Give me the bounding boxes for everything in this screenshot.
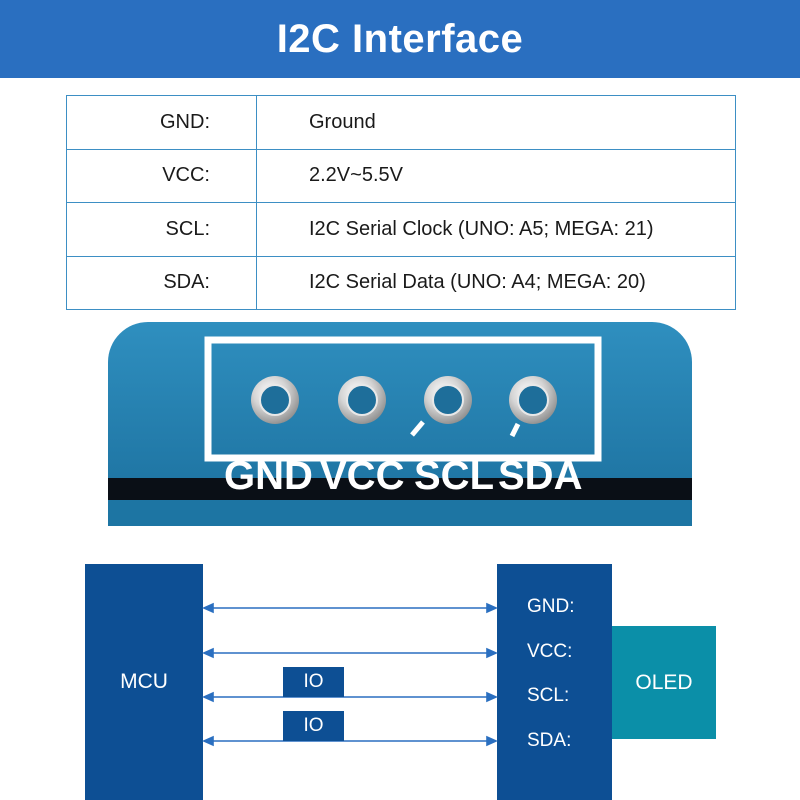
pcb-board <box>108 322 692 526</box>
header-pin-rim <box>432 384 464 416</box>
header-pin-hole <box>260 385 290 415</box>
header-pin-rim <box>259 384 291 416</box>
pin-description-cell: 2.2V~5.5V <box>256 149 736 203</box>
pin-description-cell: Ground <box>256 95 736 150</box>
oled-pin-label: SDA: <box>527 730 572 751</box>
arrow-left-icon <box>202 735 214 747</box>
wiring-diagram: MCU GND: VCC: SCL: SDA: OLED IO IO <box>0 555 800 800</box>
oled-pin-panel <box>497 564 612 800</box>
arrow-right-icon <box>486 602 498 614</box>
pin-description-cell: I2C Serial Clock (UNO: A5; MEGA: 21) <box>256 202 736 257</box>
table-row: VCC: 2.2V~5.5V <box>66 149 736 203</box>
pin-name-cell: SCL: <box>66 202 257 257</box>
pin-table: GND: Ground VCC: 2.2V~5.5V SCL: I2C Seri… <box>66 95 736 310</box>
header-pin-hole <box>347 385 377 415</box>
io-label: IO <box>303 715 324 736</box>
oled-block: OLED <box>612 626 716 739</box>
pcb-bottom-edge <box>108 500 692 526</box>
oled-glass-edge <box>108 478 692 500</box>
silkscreen-mark <box>410 420 425 437</box>
arrow-right-icon <box>486 647 498 659</box>
pin-description-cell: I2C Serial Data (UNO: A4; MEGA: 20) <box>309 271 646 294</box>
header-pin-rim <box>517 384 549 416</box>
table-row: SCL: I2C Serial Clock (UNO: A5; MEGA: 21… <box>66 202 736 257</box>
page-title: I2C Interface <box>276 16 524 61</box>
mcu-block: MCU <box>85 564 203 800</box>
header-pin-hole <box>518 385 548 415</box>
arrow-left-icon <box>202 647 214 659</box>
scl-io-box: IO <box>283 667 344 697</box>
pin-name-cell: VCC: <box>66 149 257 203</box>
io-label: IO <box>303 671 324 692</box>
wire-lines <box>202 602 498 747</box>
arrow-right-icon <box>486 691 498 703</box>
silkscreen-mark <box>509 422 521 438</box>
table-row: GND: Ground <box>66 95 736 150</box>
header-pin-rim <box>346 384 378 416</box>
oled-label: OLED <box>635 670 693 694</box>
pcb-header-illustration: GND VCC SCL SDA <box>108 322 692 526</box>
header-pin-hole <box>433 385 463 415</box>
mcu-label: MCU <box>120 670 168 693</box>
table-row: SDA: I2C Serial Data (UNO: A4; MEGA: 20) <box>66 256 736 310</box>
pcb-pin-label: GND <box>224 454 313 498</box>
header-silkscreen-frame <box>204 336 602 462</box>
pcb-pin-label: SDA <box>498 454 582 498</box>
oled-pin-label: VCC: <box>527 641 573 662</box>
oled-pin-label: GND: <box>527 596 575 617</box>
arrow-left-icon <box>202 602 214 614</box>
header-banner: I2C Interface <box>0 0 800 78</box>
arrow-right-icon <box>486 735 498 747</box>
pin-name-cell: GND: <box>66 95 257 150</box>
sda-io-box: IO <box>283 711 344 741</box>
pin-name-cell: SDA: <box>66 256 257 310</box>
arrow-left-icon <box>202 691 214 703</box>
pcb-pin-label: SCL <box>414 454 494 498</box>
oled-pin-label: SCL: <box>527 685 570 706</box>
pcb-pin-label: VCC <box>320 454 404 498</box>
